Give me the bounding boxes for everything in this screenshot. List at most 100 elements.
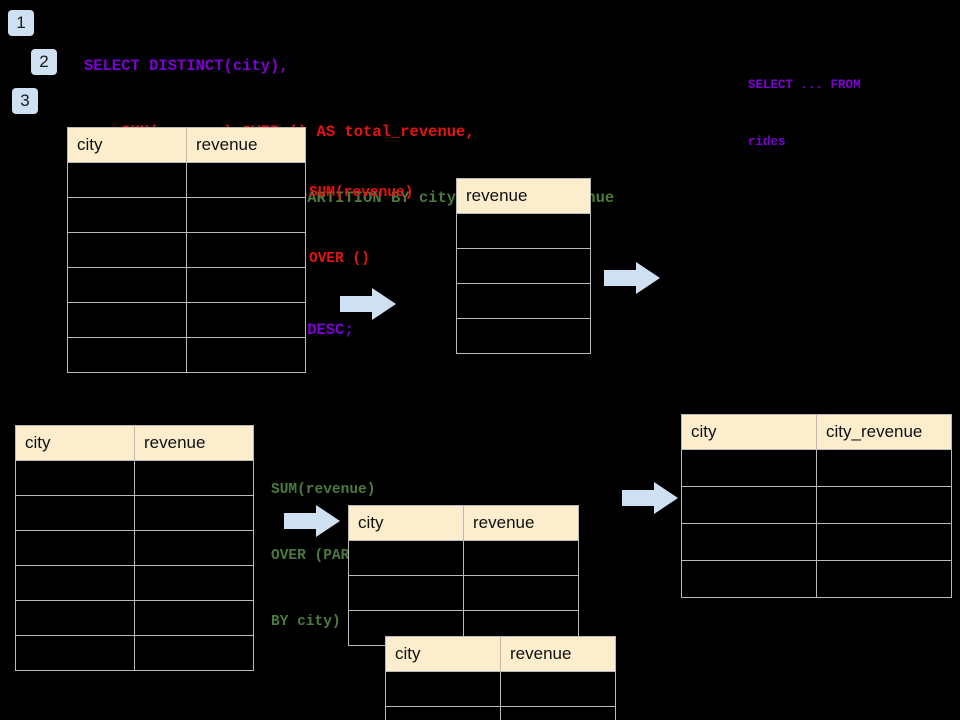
table-result: city city_revenue [681,414,952,598]
cell-revenue [134,495,254,531]
side-note-line-1: SELECT ... FROM [748,78,861,92]
table-rides-top: city revenue [67,127,306,373]
side-note-select-from: SELECT ... FROM rides [748,38,861,190]
cell-city [348,575,464,611]
table-row [15,460,254,496]
table-header-row: city revenue [385,636,616,672]
table-row [385,706,616,720]
cell-revenue [463,575,579,611]
annotation-city-line-3: BY city) [271,614,341,630]
column-header-city-revenue: city_revenue [816,414,952,450]
step-badge-2[interactable]: 2 [31,49,57,75]
column-header-revenue: revenue [463,505,579,541]
table-header-row: city revenue [348,505,579,541]
cell-revenue [186,267,306,303]
column-header-city: city [348,505,464,541]
arrow-partition-to-result [622,482,678,514]
table-row [348,540,579,576]
annotation-sum-over-partition: SUM(revenue) OVER (PARTITION BY city) [271,435,402,677]
step-badge-1[interactable]: 1 [8,10,34,36]
cell-revenue [134,565,254,601]
table-row [67,232,306,268]
table-row [67,302,306,338]
cell-city [67,337,187,373]
table-row [385,671,616,707]
column-header-city: city [385,636,501,672]
cell-revenue [134,635,254,671]
column-header-revenue: revenue [456,178,591,214]
table-row [67,197,306,233]
step-badge-3[interactable]: 3 [12,88,38,114]
table-row [15,635,254,671]
table-header-row: revenue [456,178,591,214]
table-row [348,575,579,611]
table-row [681,560,952,598]
column-header-revenue: revenue [186,127,306,163]
cell-city-revenue [816,523,952,561]
column-header-city: city [681,414,817,450]
table-row [681,523,952,561]
arrow-shaft [622,490,656,506]
table-row [456,248,591,284]
cell-city [15,495,135,531]
cell-revenue [500,706,616,720]
cell-city-revenue [816,449,952,487]
table-row [456,318,591,354]
cell-city [348,540,464,576]
table-row [67,267,306,303]
annotation-city-line-1: SUM(revenue) [271,482,376,498]
table-row [681,486,952,524]
arrow-head [316,505,340,537]
cell-city [681,523,817,561]
cell-revenue [456,213,591,249]
table-header-row: city revenue [67,127,306,163]
column-header-revenue: revenue [134,425,254,461]
cell-revenue [186,302,306,338]
column-header-revenue: revenue [500,636,616,672]
cell-city [15,530,135,566]
cell-revenue [456,248,591,284]
table-partition-group-b: city revenue [385,636,616,720]
arrow-head [372,288,396,320]
arrow-head [654,482,678,514]
arrow-rides-to-partition [284,505,340,537]
side-note-line-2: rides [748,135,786,149]
arrow-shaft [284,513,318,529]
cell-city [67,197,187,233]
cell-revenue [134,600,254,636]
cell-revenue [186,232,306,268]
cell-revenue [463,540,579,576]
table-partition-group-a: city revenue [348,505,579,646]
arrow-total-to-result [604,262,660,294]
table-rides-bottom: city revenue [15,425,254,671]
cell-city [385,706,501,720]
table-row [15,565,254,601]
table-row [15,495,254,531]
cell-city [15,460,135,496]
cell-city [681,449,817,487]
cell-city [67,162,187,198]
table-header-row: city revenue [15,425,254,461]
table-row [681,449,952,487]
table-row [67,337,306,373]
arrow-head [636,262,660,294]
cell-city [385,671,501,707]
table-row [67,162,306,198]
arrow-shaft [604,270,638,286]
table-row [15,530,254,566]
cell-revenue [186,162,306,198]
arrow-shaft [340,296,374,312]
cell-city [681,486,817,524]
sql-line-select: SELECT DISTINCT(city), [84,57,289,75]
annotation-total-line-1: SUM(revenue) [309,185,414,201]
cell-revenue [134,530,254,566]
arrow-rides-to-total [340,288,396,320]
cell-revenue [456,283,591,319]
column-header-city: city [15,425,135,461]
cell-revenue [134,460,254,496]
table-header-row: city city_revenue [681,414,952,450]
cell-revenue [500,671,616,707]
annotation-total-line-2: OVER () [309,251,370,267]
column-header-city: city [67,127,187,163]
